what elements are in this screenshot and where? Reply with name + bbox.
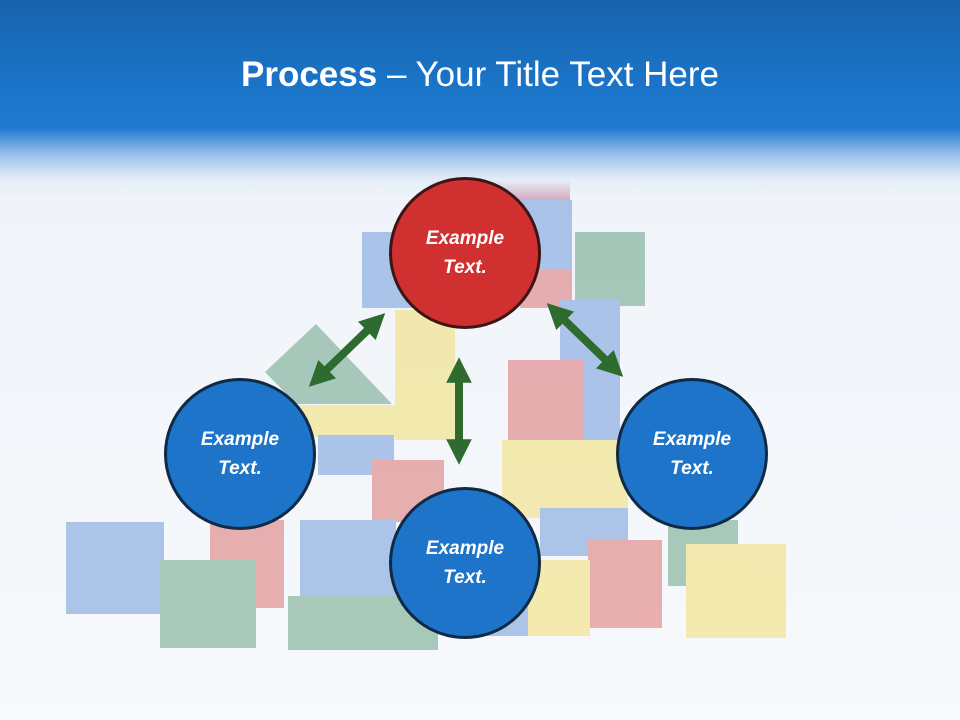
node-right: Example Text. xyxy=(616,378,768,530)
node-bottom: Example Text. xyxy=(389,487,541,639)
slide-title: Process – Your Title Text Here xyxy=(0,52,960,98)
title-bold: Process xyxy=(241,55,378,94)
node-right-text: Example Text. xyxy=(652,429,732,479)
node-top: Example Text. xyxy=(389,177,541,329)
node-left-text: Example Text. xyxy=(200,429,280,479)
arrow-top-right xyxy=(546,303,624,377)
node-left: Example Text. xyxy=(164,378,316,530)
node-top-text: Example Text. xyxy=(425,228,505,278)
arrow-top-left xyxy=(308,313,386,387)
node-bottom-text: Example Text. xyxy=(425,538,505,588)
title-rest: – Your Title Text Here xyxy=(377,55,719,94)
title-bar xyxy=(0,0,960,200)
